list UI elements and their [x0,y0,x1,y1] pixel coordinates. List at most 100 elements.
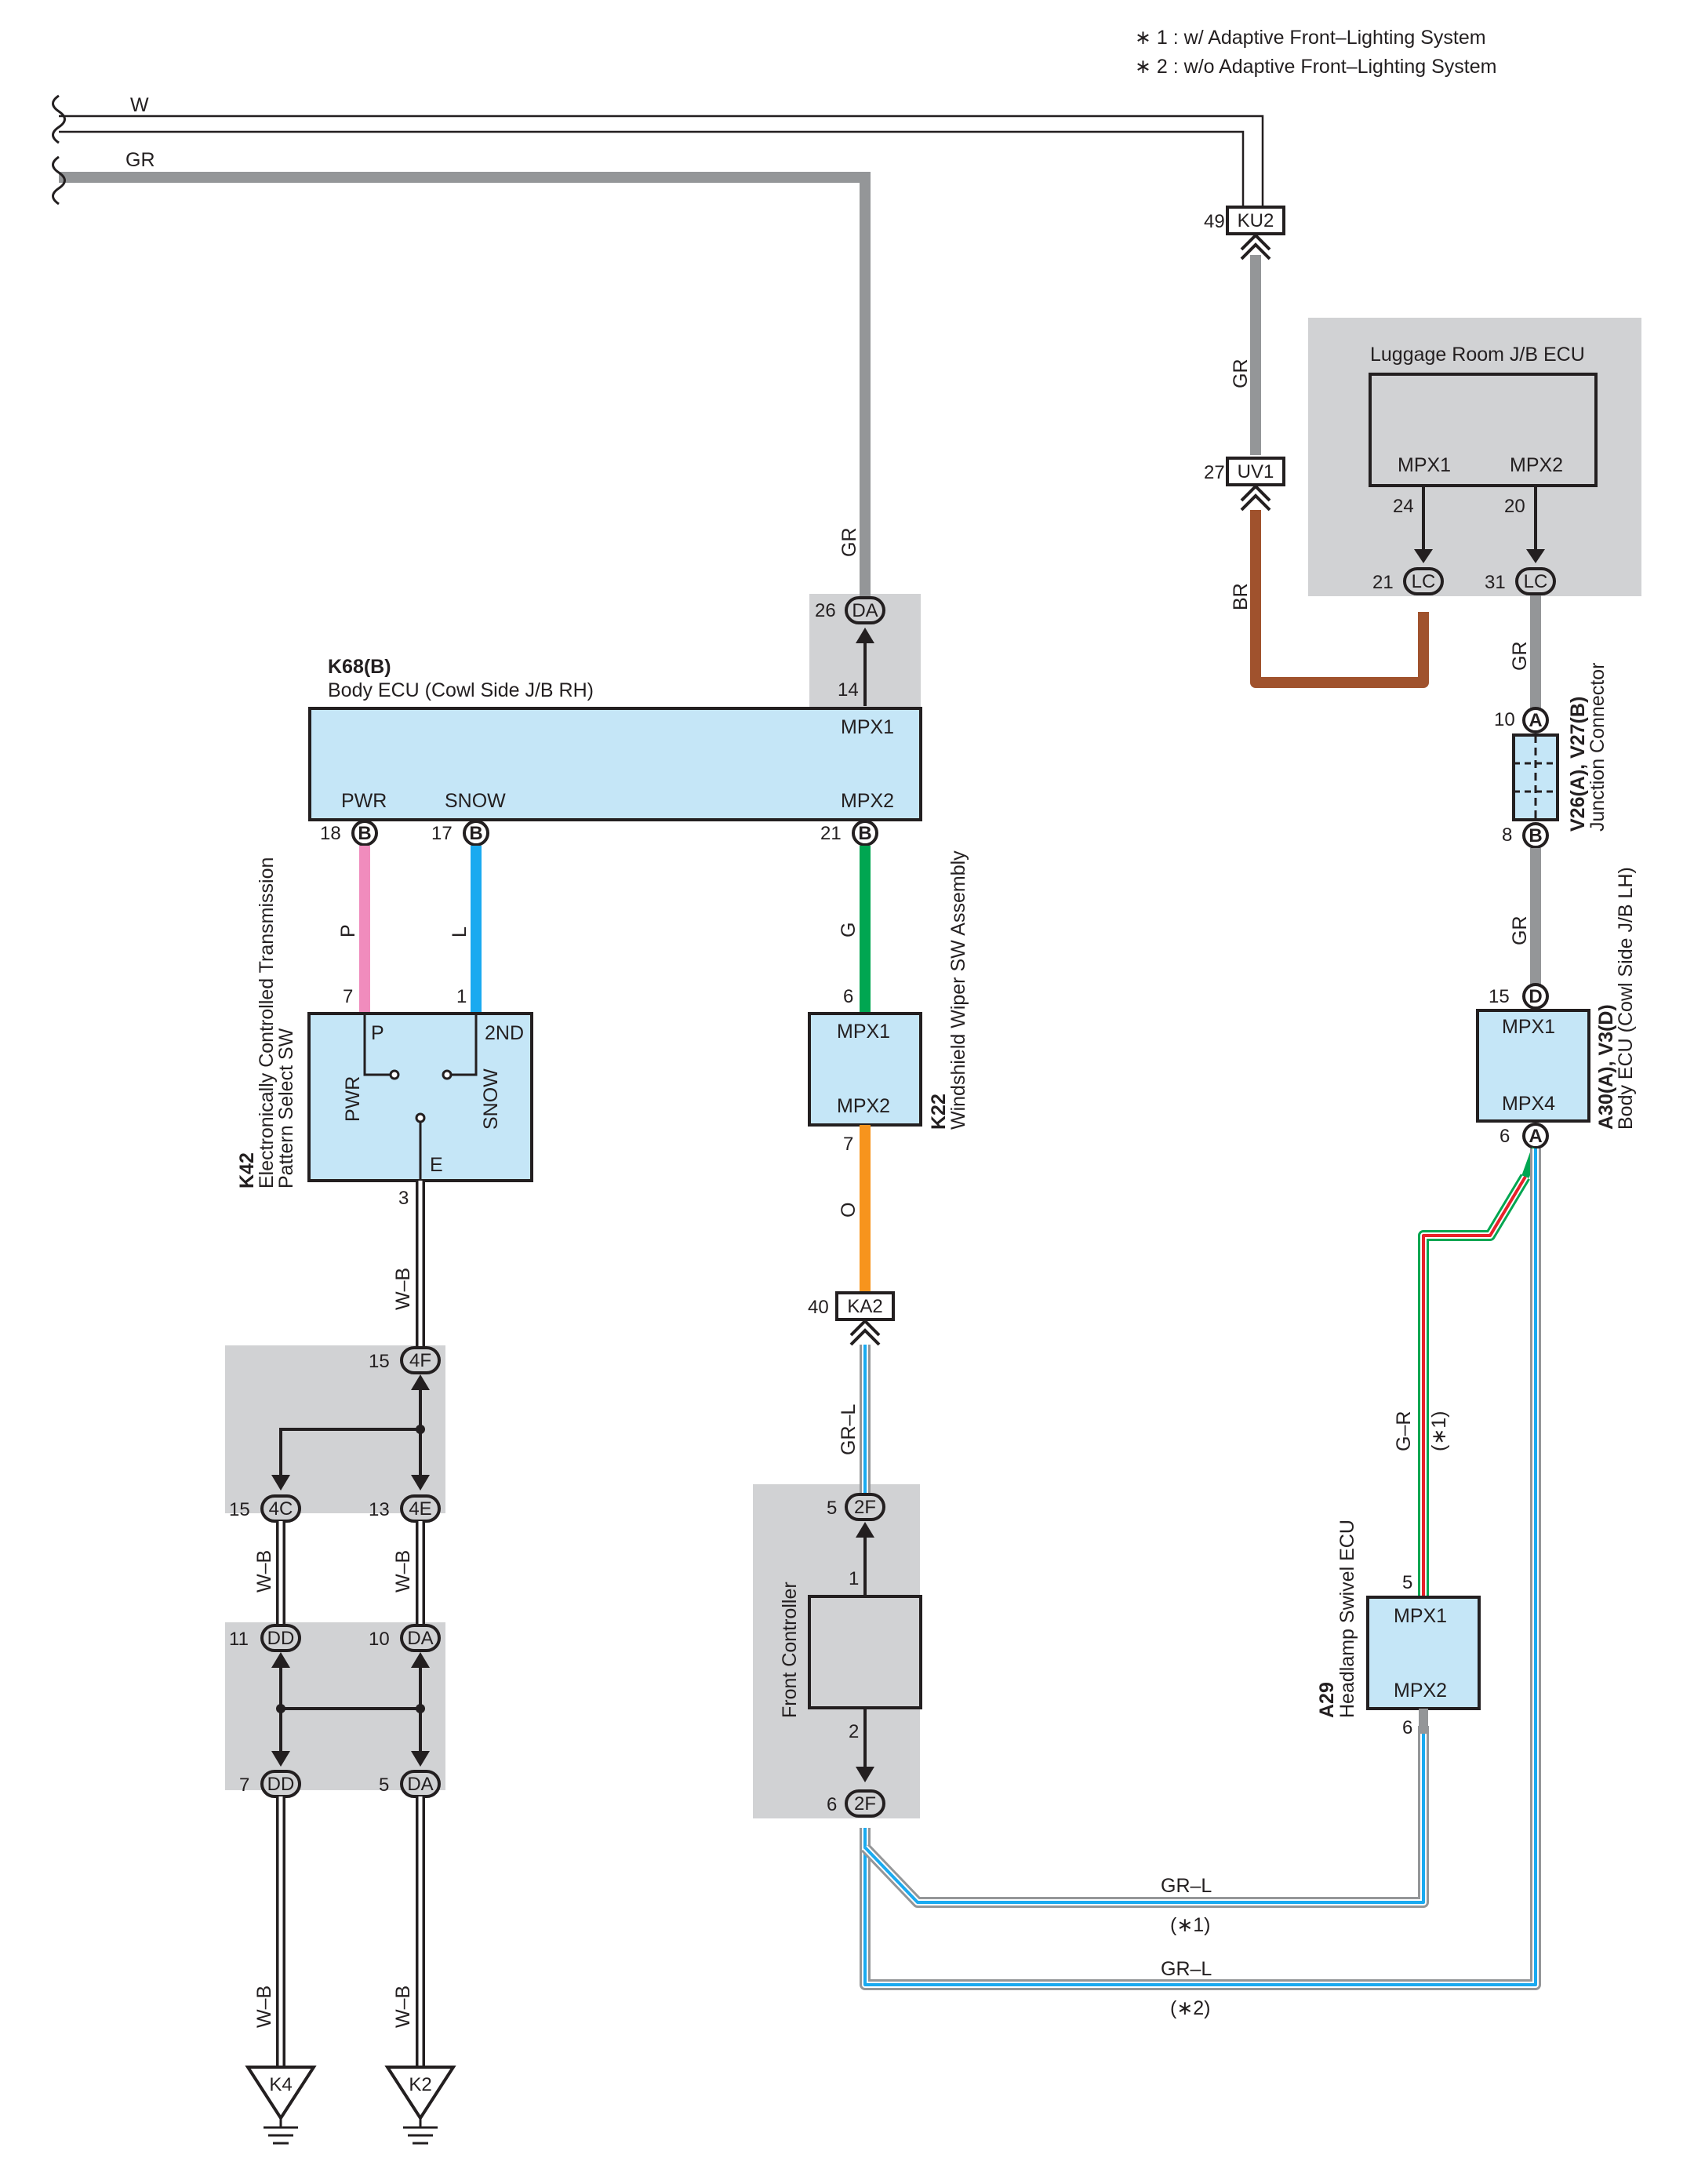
wire-g-r-group: G–R (∗1) [1393,1147,1540,1608]
connector-dd-11 [260,1624,301,1652]
wire-w-outer [59,115,1264,216]
luggage-ecu-box [1369,373,1598,487]
body-ecu-lh-name: Body ECU (Cowl Side J/B LH) [1615,867,1637,1130]
ground-k2-lines [403,2126,438,2145]
luggage-ecu-mpx2: MPX2 [1510,454,1563,476]
connector-lc-31 [1515,567,1556,595]
body-ecu-lh-mpx1: MPX1 [1502,1016,1555,1038]
da-arrow [856,628,874,643]
4e-arrow [411,1475,430,1491]
pattern-sw-contact-pwr [389,1069,400,1080]
wire-label-gr-l-ka2: GR–L [838,1404,860,1455]
pattern-sw-pwr: PWR [342,1076,364,1122]
pin-6-2f: 6 [827,1794,837,1815]
connector-b-8 [1522,822,1549,849]
pin-17: 17 [431,823,453,844]
dd-arrow-down [271,1751,290,1767]
swivel-ecu-mpx1: MPX1 [1394,1605,1447,1627]
pattern-sw-contact-snow [442,1069,453,1080]
pin-24: 24 [1393,496,1414,517]
swivel-ecu-box [1366,1596,1481,1710]
pattern-sw-p-trace [363,1015,392,1076]
connector-dd-11-label: DD [267,1628,295,1649]
wire-g-r-stripe [1422,1175,1527,1608]
wire-label-wb-k4: W–B [253,1986,275,2028]
connector-ku2 [1226,206,1285,235]
ground-k2-symbol [384,2066,456,2121]
wire-label-wb-k2: W–B [392,1986,414,2028]
4f-splice [416,1425,425,1434]
front-controller: 2F 5 1 Front Controller 2 2F 6 [779,1493,922,1818]
pin-10-da: 10 [369,1629,390,1650]
luggage-room-jb-ecu: Luggage Room J/B ECU MPX1 MPX2 24 20 LC … [1369,344,1598,595]
body-ecu-rh-snow: SNOW [445,790,506,812]
wire-gr-l-star1-group: GR–L (∗1) [860,1726,1429,1936]
connector-lc-21 [1403,567,1444,595]
body-ecu-lh-code: A30(A), V3(D) [1595,1004,1617,1130]
connector-2f-6 [845,1789,885,1818]
swivel-ecu-code: A29 [1316,1682,1338,1718]
body-ecu-rh-mpx1: MPX1 [841,716,894,738]
pattern-select-sw: P 2ND PWR SNOW E 3 K42 Electronically Co… [236,857,533,1209]
wire-gr-l-ka2-group: GR–L [838,1345,871,1494]
wire-gr-top [59,172,871,604]
body-ecu-rh-pwr: PWR [341,790,387,812]
top-wires: W GR GR [52,94,1264,604]
wire-label-l: L [449,926,471,937]
ka2-chevron [849,1319,881,1346]
pin-27: 27 [1204,462,1225,483]
connector-da-5-label: DA [407,1774,433,1795]
wire-g-r-inner [1420,1174,1529,1608]
connector-d-15-label: D [1529,986,1542,1007]
connector-2f-5 [845,1493,885,1521]
pin-14: 14 [838,679,859,701]
connector-lc-21-label: LC [1412,571,1436,592]
ku2-chevron [1240,233,1271,260]
pattern-sw-e: E [430,1154,443,1176]
connector-4e-label: 4E [409,1498,431,1520]
wire-label-wb-main: W–B [392,1268,414,1310]
wire-label-star2: (∗2) [1170,1997,1211,2019]
wire-g-r-base [1418,1174,1531,1608]
da-arrow-down [411,1751,430,1767]
pin-5-da: 5 [379,1774,389,1796]
pin-7-dd: 7 [239,1774,249,1796]
pin-5-2f: 5 [827,1498,837,1519]
4c-arrow [271,1475,290,1491]
dd-splice [276,1704,285,1713]
luggage-ecu-title: Luggage Room J/B ECU [1370,344,1585,366]
wire-label-gr-junction: GR [1509,916,1531,946]
connector-2f-6-label: 2F [854,1793,876,1815]
body-ecu-rh: DA 26 14 K68(B) Body ECU (Cowl Side J/B … [308,596,922,846]
connector-a-10 [1522,707,1549,733]
wire-w-inner [59,130,1245,216]
connector-4c-label: 4C [269,1498,293,1520]
junction-code: V26(A), V27(B) [1567,697,1589,832]
wire-label-gr-l-1: GR–L [1161,1875,1212,1897]
pattern-sw-common [415,1112,426,1123]
ku2-uv1-column: GR KU2 49 UV1 27 BR [1204,206,1429,688]
wire-label-gr-lc: GR [1509,642,1531,672]
pattern-sw-name2: Pattern Select SW [275,1028,297,1188]
headlamp-swivel-ecu: MPX1 MPX2 5 6 A29 Headlamp Swivel ECU [1316,1520,1481,1738]
luggage-ecu-mpx1: MPX1 [1398,454,1451,476]
body-ecu-lh-mpx4: MPX4 [1502,1093,1555,1115]
body-ecu-rh-code: K68(B) [328,656,391,678]
pin-49: 49 [1204,211,1225,232]
pattern-sw-code: K42 [236,1152,258,1188]
pin-3: 3 [398,1188,409,1209]
connector-b-8-label: B [1529,825,1542,846]
connector-ku2-label: KU2 [1238,210,1274,231]
pin-5-swivel: 5 [1402,1572,1412,1593]
connector-b-17-label: B [469,823,482,844]
pin-21-b: 21 [820,823,842,844]
ground-k4-symbol [245,2066,317,2121]
wiper-sw-mpx2: MPX2 [837,1095,890,1117]
wire-gr-l-1-stripe [863,1726,1425,1904]
junction-name: Junction Connector [1587,663,1609,832]
wire-gr-l-star2-group: GR–L (∗2) [860,1148,1541,2019]
connector-a-6 [1522,1123,1549,1149]
wire-gr-l-2-inner [862,1148,1539,1988]
wiper-sw-box [808,1012,922,1127]
